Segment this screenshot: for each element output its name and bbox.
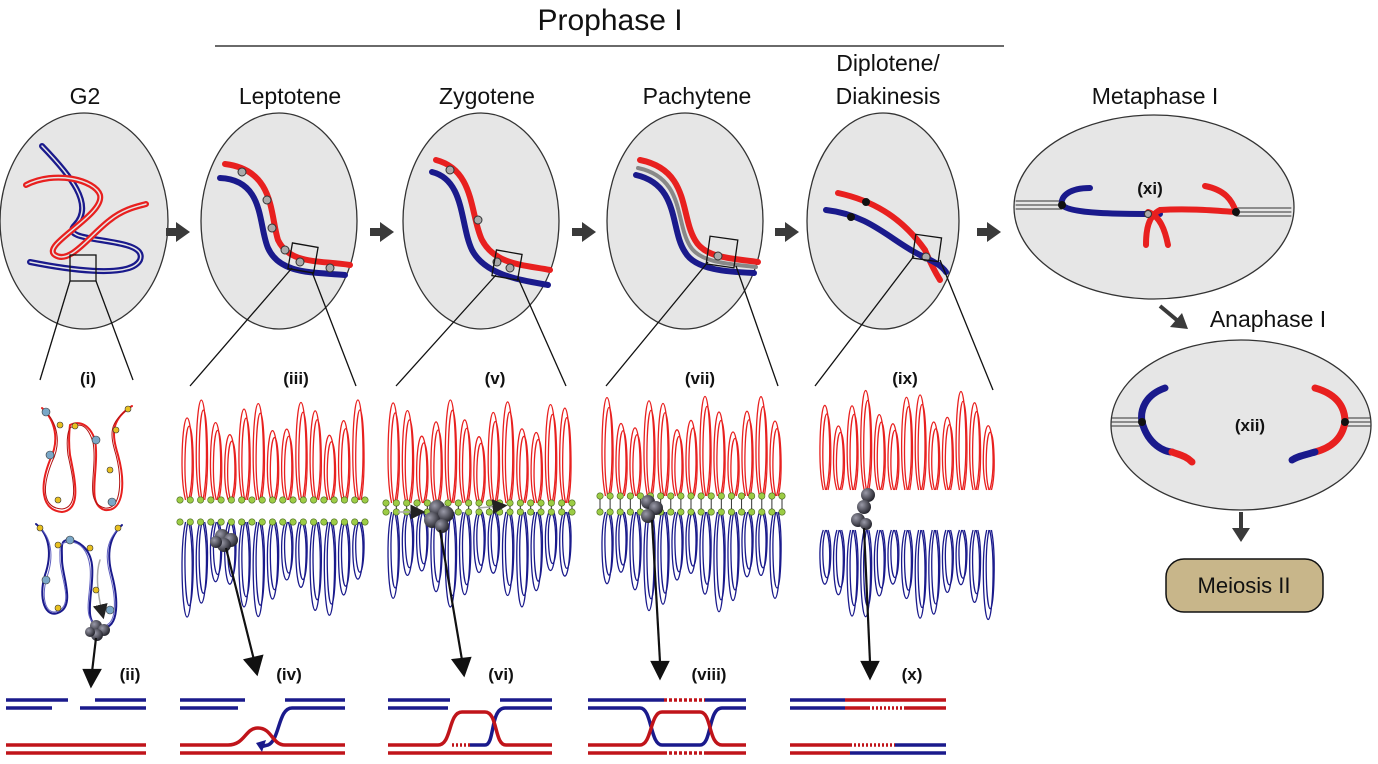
- metaphase-chromosomes: [1015, 183, 1292, 248]
- meiosis-ii-label: Meiosis II: [1198, 573, 1291, 598]
- stage-label-metaphase: Metaphase I: [1092, 83, 1219, 109]
- panel-label-vi: (vi): [488, 665, 514, 684]
- panel-label-ii: (ii): [120, 665, 141, 684]
- panel-label-viii: (viii): [692, 665, 727, 684]
- prophase-title: Prophase I: [537, 4, 682, 37]
- panel-label-iii: (iii): [283, 369, 309, 388]
- stage-label-anaphase: Anaphase I: [1210, 306, 1326, 332]
- stage-label-pachytene: Pachytene: [643, 83, 752, 109]
- stage-label-diakinesis: Diakinesis: [836, 83, 941, 109]
- cell-diplotene: [806, 112, 960, 330]
- protein-complex-zygotene: [398, 499, 508, 533]
- zoom-lines: [39, 255, 994, 391]
- pachytene-chromosomes: [633, 157, 761, 276]
- zygotene-chromosomes: [429, 157, 553, 288]
- meiosis-ii-box: [1165, 558, 1324, 613]
- leptotene-chromosomes: [217, 161, 353, 278]
- cell-leptotene: [200, 112, 358, 330]
- g2-chromosomes: [23, 143, 149, 282]
- cell-anaphase: [1110, 339, 1372, 511]
- stage-label-zygotene: Zygotene: [439, 83, 535, 109]
- dna-crossover-products: [790, 698, 946, 755]
- stage-arrows: [166, 222, 1250, 542]
- panel-label-vii: (vii): [685, 369, 715, 388]
- down-arrows: [82, 519, 880, 689]
- panel-label-v: (v): [485, 369, 506, 388]
- cell-metaphase: [1013, 114, 1295, 300]
- protein-complex-diplotene: [851, 488, 875, 530]
- panel-label-i: (i): [80, 369, 96, 388]
- g2-protein-complex: [85, 620, 110, 641]
- panel-label-x: (x): [902, 665, 923, 684]
- panel-label-xi: (xi): [1137, 179, 1163, 198]
- g2-loop-detail: [35, 405, 133, 630]
- chromatin-loop-panels: [176, 389, 995, 621]
- panel-label-iv: (iv): [276, 665, 302, 684]
- protein-complex-pachytene: [641, 495, 663, 523]
- panel-label-ix: (ix): [892, 369, 918, 388]
- stage-label-g2: G2: [70, 83, 101, 109]
- panel-label-xii: (xii): [1235, 416, 1265, 435]
- stage-label-diplotene: Diplotene/: [836, 50, 940, 76]
- dna-double-holliday-junction: [588, 698, 746, 755]
- dna-dsb: [6, 698, 146, 755]
- diplotene-chromosomes: [823, 190, 949, 283]
- protein-complex-leptotene: [210, 529, 238, 552]
- dna-strand-invasion: [180, 698, 345, 755]
- dna-dloop-extension: [388, 698, 552, 755]
- anaphase-chromosomes: [1111, 384, 1371, 466]
- stage-label-leptotene: Leptotene: [239, 83, 341, 109]
- g2-cohesin-beads: [36, 405, 132, 615]
